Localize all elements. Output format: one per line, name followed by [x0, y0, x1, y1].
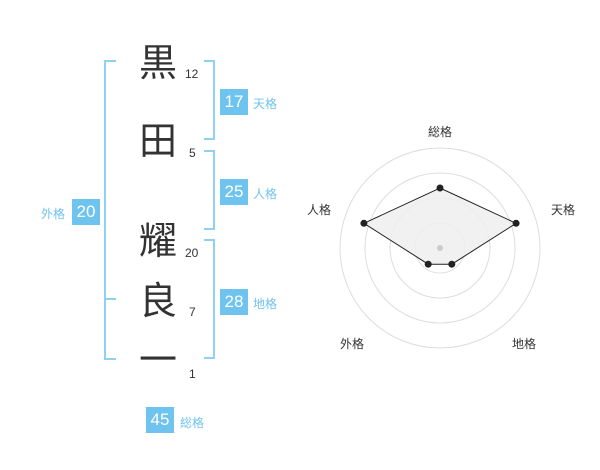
- soukaku-label: 総格: [180, 416, 205, 430]
- stroke-count-4: 7: [189, 305, 196, 319]
- name-char-1: 黒: [138, 41, 177, 85]
- jinkaku-label: 人格: [253, 187, 278, 201]
- stroke-count-1: 12: [185, 67, 199, 81]
- jinkaku-bracket: [204, 150, 215, 230]
- radar-point: [436, 184, 444, 192]
- name-char-2: 田: [138, 119, 177, 163]
- radar-ring: [339, 147, 541, 349]
- radar-points: [360, 184, 520, 268]
- radar-point: [360, 219, 368, 227]
- radar-point: [424, 260, 432, 268]
- gaikaku-value: 20: [72, 199, 100, 225]
- name-char-4: 良: [138, 279, 177, 323]
- radar-point: [448, 260, 456, 268]
- tenkaku-bracket: [204, 60, 215, 140]
- chikaku-value: 28: [220, 289, 248, 315]
- radar-label-soukaku: 総格: [428, 125, 453, 139]
- chikaku-bracket: [204, 239, 215, 359]
- stroke-count-2: 5: [189, 146, 196, 160]
- radar-label-tenkaku: 天格: [551, 203, 576, 217]
- jinkaku-value: 25: [220, 179, 248, 205]
- stroke-count-3: 20: [185, 246, 199, 260]
- name-char-3: 耀: [138, 219, 177, 263]
- soukaku-value: 45: [146, 407, 174, 433]
- chikaku-label: 地格: [253, 297, 278, 311]
- name-char-5: 一: [138, 338, 177, 382]
- tenkaku-label: 天格: [253, 97, 278, 111]
- radar-label-chikaku: 地格: [512, 337, 537, 351]
- radar-polygon: [362, 187, 518, 265]
- gaikaku-bracket: [104, 60, 116, 360]
- radar-label-gaikaku: 外格: [340, 337, 365, 351]
- radar-ring: [364, 172, 516, 324]
- stroke-count-5: 1: [189, 367, 196, 381]
- radar-label-jinkaku: 人格: [307, 203, 332, 217]
- tenkaku-value: 17: [220, 89, 248, 115]
- radar-center: [437, 245, 443, 251]
- gaikaku-label: 外格: [41, 207, 66, 221]
- gaikaku-bracket-tick: [104, 298, 116, 300]
- radar-point: [512, 219, 520, 227]
